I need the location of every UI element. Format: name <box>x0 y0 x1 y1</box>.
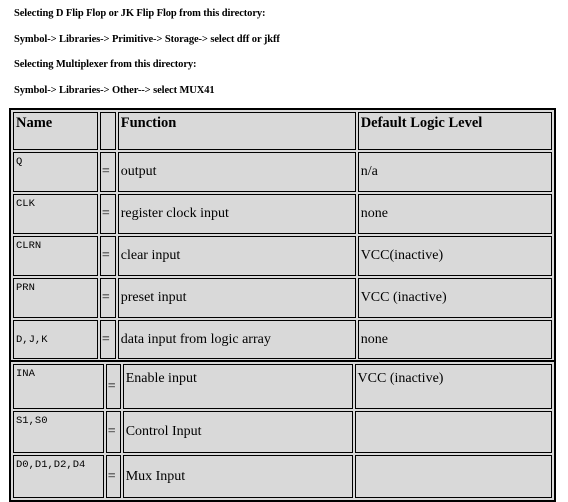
table-row: INA = Enable input VCC (inactive) <box>13 364 552 409</box>
pin-name: S1,S0 <box>13 411 104 453</box>
pin-default-level: none <box>357 320 552 359</box>
pin-function: output <box>117 152 356 192</box>
table-row: PRN = preset input VCC (inactive) <box>13 278 552 318</box>
pin-name: D0,D1,D2,D4 <box>13 455 104 498</box>
table-row: S1,S0 = Control Input <box>13 411 552 453</box>
pin-name: CLK <box>13 194 98 234</box>
equals-sign: = <box>99 152 116 192</box>
header-eq <box>99 112 116 150</box>
pin-name: INA <box>13 364 104 409</box>
pin-default-level: n/a <box>357 152 552 192</box>
pin-default-level <box>354 455 552 498</box>
pin-name: CLRN <box>13 236 98 276</box>
pin-default-level <box>354 411 552 453</box>
pin-function: register clock input <box>117 194 356 234</box>
pin-default-level: VCC (inactive) <box>357 278 552 318</box>
equals-sign: = <box>105 455 121 498</box>
instruction-mux-path: Symbol-> Libraries-> Other--> select MUX… <box>14 85 215 96</box>
header-default-level: Default Logic Level <box>357 112 552 150</box>
instruction-dff-heading: Selecting D Flip Flop or JK Flip Flop fr… <box>14 8 266 19</box>
header-name: Name <box>13 112 98 150</box>
equals-sign: = <box>105 411 121 453</box>
pin-function: Mux Input <box>122 455 353 498</box>
pin-function: preset input <box>117 278 356 318</box>
equals-sign: = <box>99 278 116 318</box>
table-row: D,J,K = data input from logic array none <box>13 320 552 359</box>
table-header-row: Name Function Default Logic Level <box>13 112 552 150</box>
pin-function: clear input <box>117 236 356 276</box>
table-row: CLRN = clear input VCC(inactive) <box>13 236 552 276</box>
equals-sign: = <box>105 364 121 409</box>
pin-default-level: none <box>357 194 552 234</box>
equals-sign: = <box>99 194 116 234</box>
pin-name: D,J,K <box>13 320 98 359</box>
multiplexer-pin-table: INA = Enable input VCC (inactive) S1,S0 … <box>9 360 556 502</box>
instruction-mux-heading: Selecting Multiplexer from this director… <box>14 59 197 70</box>
pin-function: data input from logic array <box>117 320 356 359</box>
table-row: D0,D1,D2,D4 = Mux Input <box>13 455 552 498</box>
pin-name: Q <box>13 152 98 192</box>
equals-sign: = <box>99 320 116 359</box>
flip-flop-pin-table: Name Function Default Logic Level Q = ou… <box>9 108 556 363</box>
pin-function: Enable input <box>122 364 353 409</box>
instruction-dff-path: Symbol-> Libraries-> Primitive-> Storage… <box>14 34 280 45</box>
pin-default-level: VCC(inactive) <box>357 236 552 276</box>
pin-function: Control Input <box>122 411 353 453</box>
pin-default-level: VCC (inactive) <box>354 364 552 409</box>
table-row: Q = output n/a <box>13 152 552 192</box>
equals-sign: = <box>99 236 116 276</box>
table-row: CLK = register clock input none <box>13 194 552 234</box>
header-function: Function <box>117 112 356 150</box>
pin-name: PRN <box>13 278 98 318</box>
